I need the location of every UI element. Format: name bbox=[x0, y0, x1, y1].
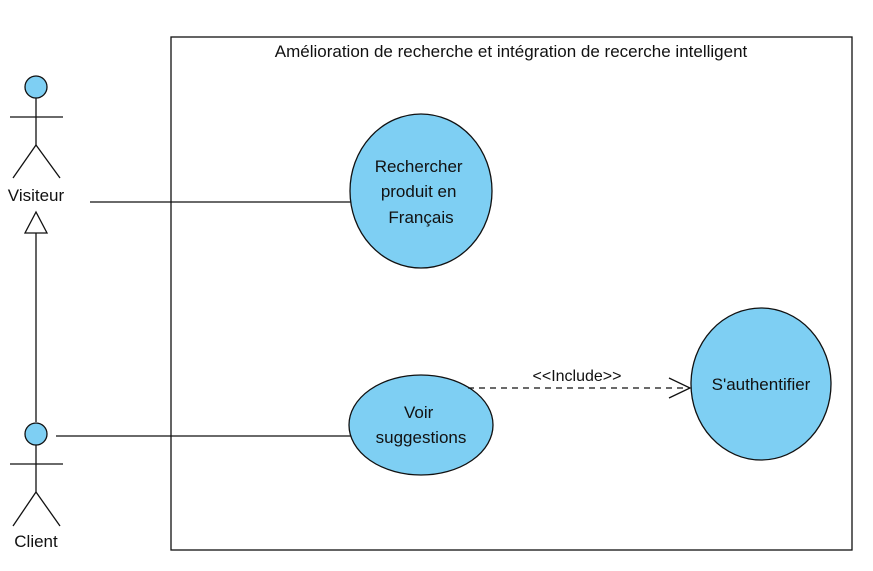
use-case-voir-shape bbox=[348, 374, 494, 476]
include-relation[interactable]: <<Include>> bbox=[468, 368, 692, 399]
include-arrowhead-icon bbox=[668, 377, 692, 399]
actor-visiteur[interactable]: Visiteur bbox=[8, 75, 65, 205]
use-case-rechercher-label: Rechercher produit en Français bbox=[375, 157, 468, 227]
actor-client-label: Client bbox=[14, 532, 58, 551]
use-case-rechercher[interactable]: Rechercher produit en Français bbox=[349, 113, 493, 269]
use-case-rechercher-shape bbox=[349, 113, 493, 269]
actor-client[interactable]: Client bbox=[10, 422, 63, 551]
use-case-auth-label: S'authentifier bbox=[712, 375, 811, 394]
actor-client-head bbox=[24, 422, 48, 446]
actor-visiteur-left-leg bbox=[12, 144, 37, 179]
actor-client-left-leg bbox=[12, 491, 37, 527]
actor-client-right-leg bbox=[35, 491, 61, 527]
use-case-voir-label: Voir suggestions bbox=[376, 403, 467, 447]
actor-visiteur-right-leg bbox=[35, 144, 61, 179]
actor-visiteur-label: Visiteur bbox=[8, 186, 65, 205]
system-boundary bbox=[170, 36, 853, 551]
generalization-client-visiteur[interactable] bbox=[23, 210, 49, 422]
use-case-auth-shape bbox=[690, 307, 832, 461]
use-case-voir-suggestions[interactable]: Voir suggestions bbox=[348, 374, 494, 476]
actor-visiteur-head bbox=[24, 75, 48, 99]
include-label: <<Include>> bbox=[533, 368, 622, 385]
use-case-authentifier[interactable]: S'authentifier bbox=[690, 307, 832, 461]
system-title: Amélioration de recherche et intégration… bbox=[275, 42, 748, 61]
generalization-arrowhead-icon bbox=[23, 210, 49, 234]
